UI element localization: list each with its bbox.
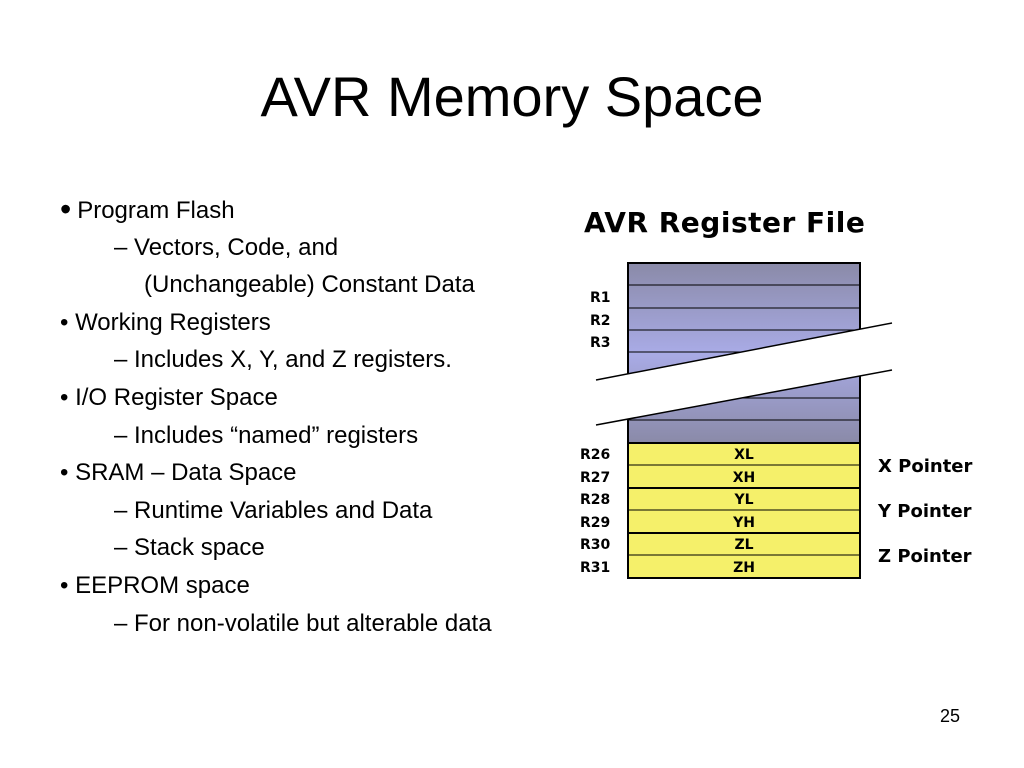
bullet-marker: •: [60, 191, 72, 227]
x-pointer-label: X Pointer: [878, 456, 973, 477]
sub-bullet-constant-data: (Unchangeable) Constant Data: [144, 270, 475, 300]
register-label-r2: R2: [590, 313, 611, 329]
sub-bullet-runtime-variables: – Runtime Variables and Data: [114, 496, 432, 526]
sub-bullet-named-registers: – Includes “named” registers: [114, 421, 418, 451]
bullet-text: I/O Register Space: [75, 384, 278, 411]
register-label-r31: R31: [580, 560, 610, 576]
register-label-r28: R28: [580, 492, 610, 508]
sub-bullet-non-volatile: – For non-volatile but alterable data: [114, 609, 492, 639]
page-number: 25: [939, 706, 961, 726]
register-name-xl: XL: [734, 447, 754, 463]
bullet-sram: • SRAM – Data Space: [60, 458, 297, 488]
register-file-title: AVR Register File: [584, 206, 866, 239]
register-name-xh: XH: [733, 470, 756, 486]
bullet-text: (Unchangeable) Constant Data: [144, 271, 475, 298]
register-name-yh: YH: [732, 515, 755, 531]
bullet-text: – Includes X, Y, and Z registers.: [114, 346, 452, 373]
bullet-eeprom: • EEPROM space: [60, 571, 250, 601]
sub-bullet-xyz: – Includes X, Y, and Z registers.: [114, 345, 452, 375]
bullet-text: Working Registers: [75, 309, 271, 336]
bullet-text: – For non-volatile but alterable data: [114, 610, 492, 637]
bullet-working-registers: • Working Registers: [60, 308, 271, 338]
z-pointer-label: Z Pointer: [878, 546, 972, 567]
bullet-marker: •: [60, 572, 69, 599]
bullet-text: EEPROM space: [75, 572, 250, 599]
register-break-band: [596, 323, 892, 425]
break-edge-bottom: [595, 369, 893, 426]
register-name-zh: ZH: [733, 560, 755, 576]
break-edge-top: [595, 322, 893, 381]
bullet-text: SRAM – Data Space: [75, 459, 297, 486]
register-label-r27: R27: [580, 470, 610, 486]
slide-title: AVR Memory Space: [260, 65, 764, 128]
register-label-r1: R1: [590, 290, 611, 306]
register-name-yl: YL: [733, 492, 753, 508]
bullet-marker: •: [60, 384, 69, 411]
bullet-program-flash: •Program Flash: [60, 191, 235, 227]
register-label-r29: R29: [580, 515, 610, 531]
bullet-text: – Stack space: [114, 534, 265, 561]
bullet-io-register-space: • I/O Register Space: [60, 383, 278, 413]
register-label-r3: R3: [590, 335, 611, 351]
y-pointer-label: Y Pointer: [877, 501, 972, 522]
bullet-text: Program Flash: [77, 197, 235, 224]
sub-bullet-stack-space: – Stack space: [114, 533, 265, 563]
register-label-r26: R26: [580, 447, 610, 463]
bullet-marker: •: [60, 459, 69, 486]
sub-bullet-vectors: – Vectors, Code, and: [114, 233, 338, 263]
register-name-zl: ZL: [734, 537, 753, 553]
bullet-text: – Includes “named” registers: [114, 422, 419, 449]
bullet-text: – Vectors, Code, and: [114, 234, 339, 261]
bullet-marker: •: [60, 309, 69, 336]
bullet-text: – Runtime Variables and Data: [114, 497, 433, 524]
register-label-r30: R30: [580, 537, 611, 553]
